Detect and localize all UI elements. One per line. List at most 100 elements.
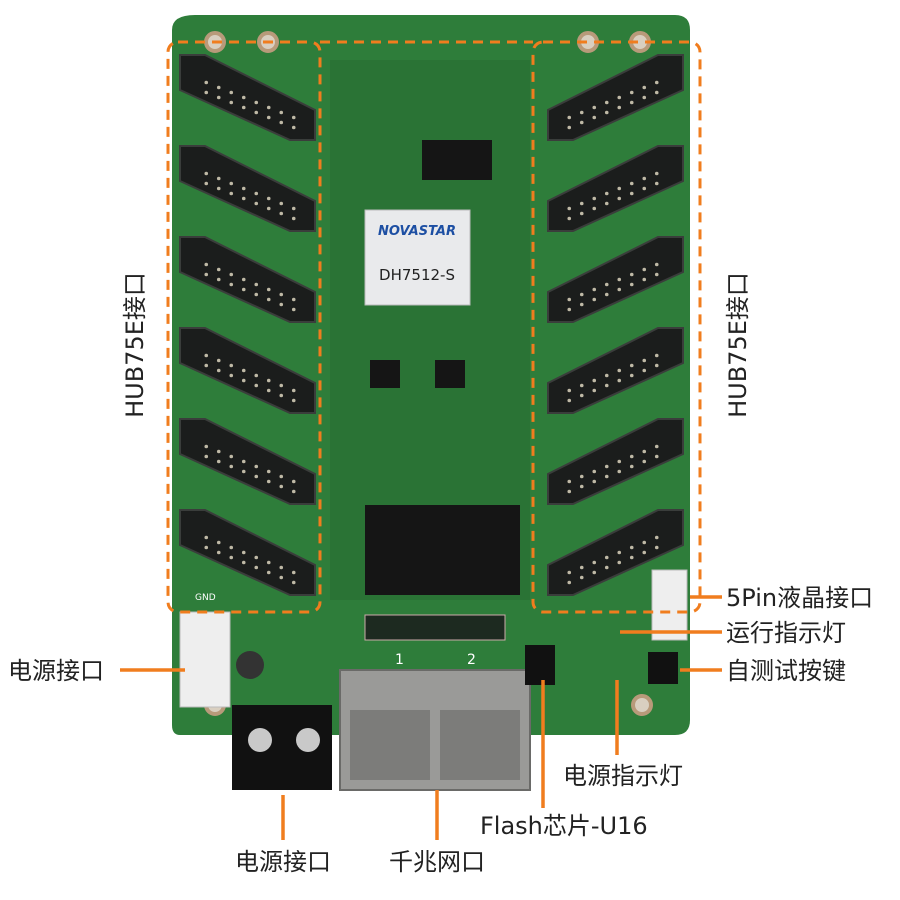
connector-pin	[579, 565, 584, 570]
connector-pin	[654, 262, 659, 267]
hub75e-connector[interactable]	[179, 236, 316, 323]
connector-pin	[241, 550, 246, 555]
connector-pin	[254, 100, 259, 105]
board-connector	[365, 505, 520, 595]
hub75e-connector[interactable]	[547, 145, 684, 232]
port-number-1: 1	[395, 652, 404, 668]
connector-pin	[204, 444, 209, 449]
hub75e-connector[interactable]	[547, 327, 684, 414]
connector-pin	[216, 176, 221, 181]
connector-pin	[579, 292, 584, 297]
flash-chip	[525, 645, 555, 685]
connector-pin	[617, 550, 622, 555]
connector-pin	[204, 80, 209, 85]
hub75e-connector[interactable]	[179, 509, 316, 596]
connector-pin	[291, 297, 296, 302]
connector-pin	[567, 307, 572, 312]
connector-pin	[567, 125, 572, 130]
connector-pin	[291, 398, 296, 403]
connector-pin	[266, 105, 271, 110]
connector-pin	[629, 191, 634, 196]
connector-pin	[617, 186, 622, 191]
hub75e-connector[interactable]	[547, 509, 684, 596]
connector-pin	[604, 474, 609, 479]
connector-pin	[654, 535, 659, 540]
connector-pin	[204, 535, 209, 540]
connector-pin	[579, 383, 584, 388]
connector-pin	[629, 545, 634, 550]
hub75e-connector[interactable]	[547, 236, 684, 323]
connector-pin	[241, 378, 246, 383]
ic-chip	[422, 140, 492, 180]
connector-pin	[592, 469, 597, 474]
connector-pin	[279, 575, 284, 580]
connector-pin	[204, 272, 209, 277]
hub75e-connector[interactable]	[179, 54, 316, 141]
connector-pin	[642, 358, 647, 363]
connector-pin	[254, 474, 259, 479]
hub75e-connector[interactable]	[179, 327, 316, 414]
connector-pin	[266, 560, 271, 565]
connector-pin	[592, 378, 597, 383]
connector-pin	[279, 393, 284, 398]
connector-pin	[617, 459, 622, 464]
connector-pin	[216, 85, 221, 90]
connector-pin	[279, 302, 284, 307]
connector-pin	[216, 277, 221, 282]
connector-pin	[567, 115, 572, 120]
connector-pin	[229, 555, 234, 560]
connector-pin	[579, 120, 584, 125]
connector-pin	[291, 307, 296, 312]
connector-pin	[241, 469, 246, 474]
connector-pin	[229, 545, 234, 550]
connector-pin	[229, 181, 234, 186]
lcd-connector[interactable]	[651, 569, 688, 641]
connector-pin	[604, 373, 609, 378]
connector-pin	[266, 388, 271, 393]
connector-pin	[266, 297, 271, 302]
connector-pin	[216, 540, 221, 545]
connector-pin	[642, 368, 647, 373]
connector-pin	[629, 464, 634, 469]
connector-pin	[229, 282, 234, 287]
connector-pin	[629, 363, 634, 368]
label-ethernet: 千兆网口	[389, 848, 485, 876]
connector-pin	[204, 90, 209, 95]
connector-pin	[629, 454, 634, 459]
connector-pin	[642, 550, 647, 555]
connector-pin	[592, 388, 597, 393]
connector-pin	[291, 216, 296, 221]
label-run-led: 运行指示灯	[726, 619, 846, 647]
port-number-2: 2	[467, 652, 476, 668]
connector-pin	[241, 95, 246, 100]
connector-pin	[279, 484, 284, 489]
connector-pin	[592, 206, 597, 211]
connector-pin	[629, 282, 634, 287]
connector-pin	[266, 570, 271, 575]
connector-pin	[567, 206, 572, 211]
connector-pin	[291, 206, 296, 211]
connector-pin	[654, 272, 659, 277]
connector-pin	[241, 560, 246, 565]
hub75e-connector[interactable]	[179, 145, 316, 232]
connector-pin	[629, 181, 634, 186]
connector-pin	[579, 484, 584, 489]
hub75e-connector[interactable]	[547, 54, 684, 141]
connector-pin	[579, 393, 584, 398]
hub75e-connector[interactable]	[547, 418, 684, 505]
connector-pin	[291, 479, 296, 484]
ethernet-port-2[interactable]	[440, 710, 520, 780]
power-connector[interactable]	[179, 611, 231, 708]
connector-pin	[229, 373, 234, 378]
connector-pin	[629, 100, 634, 105]
connector-pin	[617, 378, 622, 383]
connector-pin	[254, 383, 259, 388]
ethernet-port-1[interactable]	[350, 710, 430, 780]
hub75e-connector[interactable]	[179, 418, 316, 505]
connector-pin	[241, 368, 246, 373]
connector-pin	[279, 565, 284, 570]
self-test-button[interactable]	[648, 652, 678, 684]
connector-pin	[654, 181, 659, 186]
connector-pin	[229, 191, 234, 196]
